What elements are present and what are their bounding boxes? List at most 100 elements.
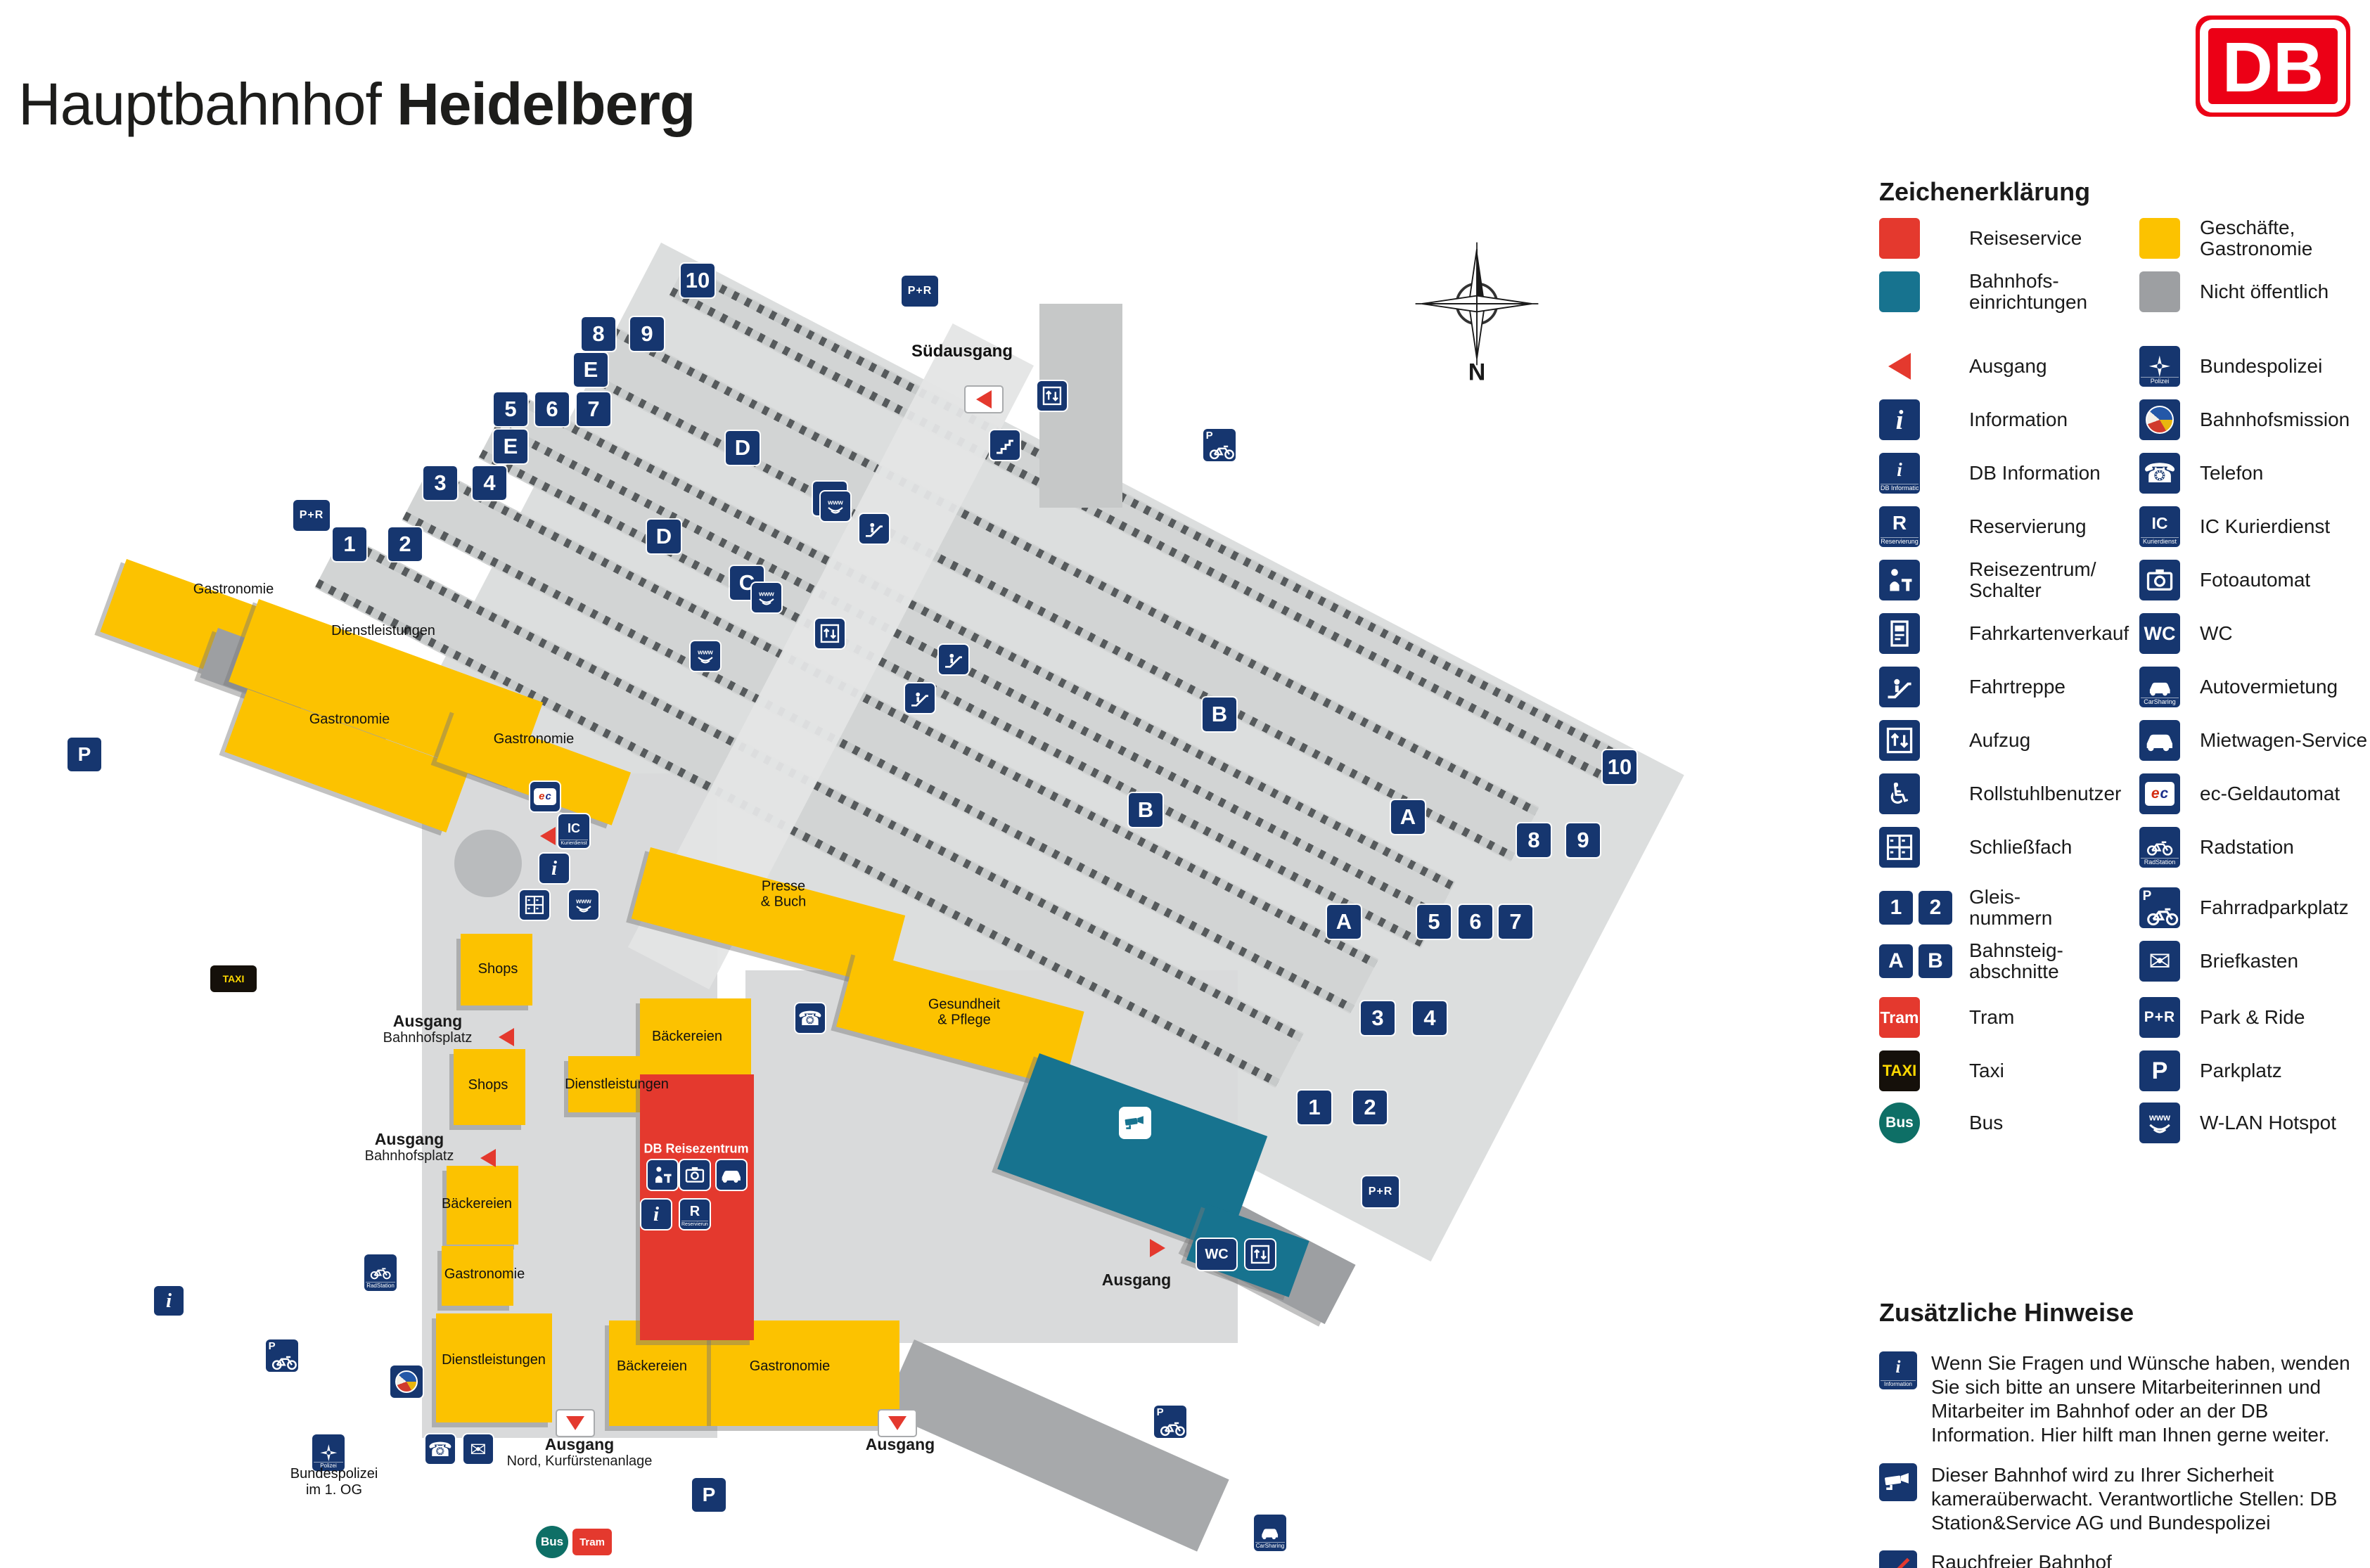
wlan-icon: www	[752, 583, 781, 612]
icon-text: R	[689, 1203, 700, 1219]
legend-chip-red-icon	[1879, 218, 1920, 259]
icon-graphic	[319, 1444, 337, 1462]
legend-p-icon: P	[2139, 1050, 2180, 1091]
legend-mail-icon: ✉	[2139, 941, 2180, 982]
map-label: Dienstleistungen	[331, 622, 435, 638]
bikep-icon: P	[1203, 429, 1236, 461]
icon-text: TAXI	[222, 973, 245, 984]
icon-graphic	[1125, 1116, 1144, 1129]
icon-text: Bus	[540, 1535, 564, 1548]
legend-label: Bus	[1969, 1111, 2004, 1133]
pr-icon: P+R	[1362, 1176, 1399, 1207]
legend-label: Telefon	[2200, 461, 2264, 484]
platform-badge: 2	[1352, 1089, 1388, 1126]
icon-graphic	[525, 895, 544, 915]
icon-text: i	[1895, 404, 1904, 435]
icon-text: P+R	[907, 285, 933, 297]
wlan-icon: www	[569, 890, 598, 920]
building-block	[461, 934, 532, 1005]
info-icon: i	[154, 1286, 184, 1316]
legend-locker-icon	[1879, 827, 1920, 868]
icon-caption: RadStation	[366, 1282, 395, 1290]
platform-badge: A	[1326, 904, 1362, 940]
exit-arrow-shape	[540, 827, 556, 845]
bikep-icon: P	[1154, 1406, 1186, 1438]
icon-graphic	[1042, 386, 1062, 406]
exit-arrow	[964, 385, 1004, 413]
esc-icon	[939, 645, 968, 674]
bicycle-glyph	[2146, 905, 2179, 926]
polizei-icon: Polizei	[312, 1434, 345, 1471]
esc-icon	[859, 514, 889, 544]
map-label: Bäckereien	[651, 1028, 723, 1044]
legend-bus-icon: Bus	[1879, 1103, 1920, 1143]
platform-badge: 7	[1497, 904, 1534, 940]
legend-label: Bahnsteig- abschnitte	[1969, 939, 2063, 982]
platform-badge: 5	[1416, 904, 1452, 940]
exit-label-main: Ausgang	[865, 1435, 935, 1453]
legend-car-icon	[2139, 720, 2180, 761]
legend-label: Radstation	[2200, 835, 2294, 858]
legend-chip-yellow-icon	[2139, 218, 2180, 259]
building-block	[640, 998, 751, 1074]
exit-arrow-shape	[1150, 1239, 1165, 1257]
platform-badge: 1	[331, 526, 368, 563]
locker-icon	[520, 890, 549, 920]
legend-wheel-icon: ♿	[1879, 773, 1920, 814]
icon-graphic	[945, 653, 962, 668]
icon-text: i	[1895, 1357, 1901, 1377]
platform-section-chip: A	[1879, 944, 1913, 978]
icon-text: P	[2142, 888, 2152, 904]
map-label: Shops	[468, 1077, 508, 1093]
exit-label-sub: Bahnhofsplatz	[364, 1148, 454, 1164]
icon-graphic	[655, 1167, 672, 1183]
platform-badge: 10	[1601, 749, 1638, 785]
map-label: Gastronomie	[444, 1266, 525, 1282]
icon-text: P	[702, 1484, 716, 1505]
mission-icon	[390, 1365, 423, 1398]
bikep-icon: P	[266, 1339, 298, 1372]
wlan-icon: www	[821, 491, 850, 521]
legend-foto-icon	[2139, 560, 2180, 600]
icon-graphic	[1886, 727, 1913, 754]
note-item: Rauchfreier Bahnhof	[1879, 1550, 2370, 1568]
legend-label: Gleis- nummern	[1969, 885, 2053, 929]
icon-caption: Polizei	[2141, 377, 2179, 385]
legend-label: Fahrkartenverkauf	[1969, 622, 2129, 644]
exit-arrow	[556, 1409, 595, 1437]
wc-icon: WC	[1197, 1239, 1236, 1270]
exit-arrow-shape	[480, 1149, 496, 1167]
platform-badge: D	[646, 518, 682, 555]
legend-wc-icon: WC	[2139, 613, 2180, 654]
exit-arrow-shape	[976, 390, 992, 409]
track-number-chip: 1	[1879, 891, 1913, 925]
camera-icon	[1879, 1463, 1917, 1501]
building-block	[447, 1166, 518, 1245]
icon-graphic	[866, 522, 883, 537]
title-regular: Hauptbahnhof	[18, 71, 382, 137]
icon-graphic	[997, 439, 1013, 454]
legend-label: Nicht öffentlich	[2200, 280, 2329, 302]
map-label: Gastronomie	[193, 581, 274, 597]
pr-icon: P+R	[902, 276, 938, 307]
exit-arrow-shape	[888, 1416, 907, 1430]
icon-text: TAXI	[1882, 1062, 1917, 1079]
note-text: Wenn Sie Fragen und Wünsche haben, wende…	[1931, 1352, 2350, 1446]
legend-radstation-icon: RadStation	[2139, 827, 2180, 868]
legend-label: DB Information	[1969, 461, 2101, 484]
icon-text: i	[653, 1202, 660, 1226]
icon-graphic	[2146, 841, 2173, 856]
map-label: Südausgang	[911, 342, 1013, 361]
exit-label: Ausgang	[865, 1435, 935, 1453]
